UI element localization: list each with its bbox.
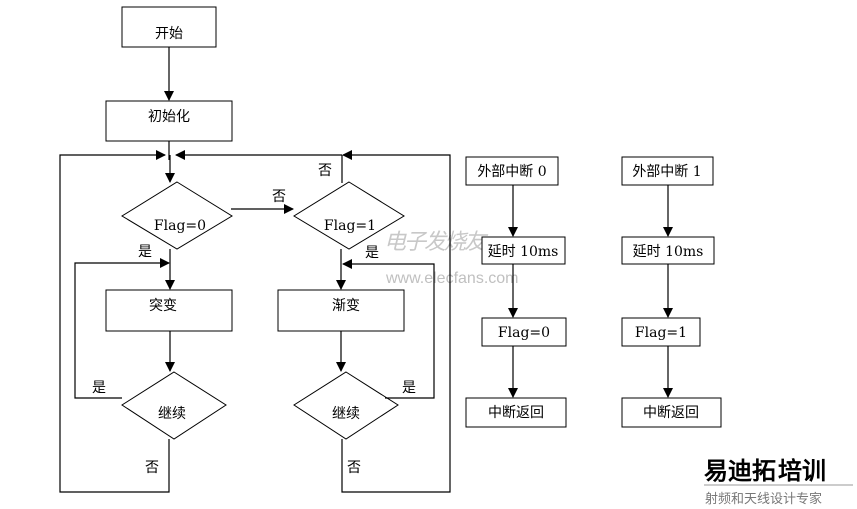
watermark-cn: 电子发烧友 bbox=[384, 230, 489, 255]
flag0-label: Flag=0 bbox=[154, 218, 206, 234]
yes-label: 是 bbox=[92, 380, 106, 396]
interrupt0-title: 外部中断 0 bbox=[477, 164, 546, 180]
continue-left-decision: 继续 bbox=[121, 371, 227, 440]
init-node: 初始化 bbox=[105, 100, 233, 142]
flag1-decision: Flag=1 bbox=[293, 181, 405, 250]
interrupt1-delay: 延时 10ms bbox=[633, 244, 704, 260]
no-label: 否 bbox=[318, 163, 332, 179]
yes-label: 是 bbox=[402, 380, 416, 396]
interrupt0-flow: 外部中断 0 延时 10ms Flag=0 中断返回 bbox=[465, 156, 567, 428]
connectors bbox=[59, 47, 451, 493]
interrupt1-title: 外部中断 1 bbox=[632, 164, 701, 180]
logo-brand-b: 培训 bbox=[778, 457, 826, 485]
gradual-label: 渐变 bbox=[332, 298, 360, 314]
flag0-decision: Flag=0 bbox=[121, 181, 233, 250]
interrupt0-return: 中断返回 bbox=[488, 405, 544, 421]
interrupt1-set: Flag=1 bbox=[635, 325, 687, 341]
abrupt-label: 突变 bbox=[149, 298, 177, 314]
no-label: 否 bbox=[145, 460, 159, 476]
brand-logo: 易迪拓 培训 射频和天线设计专家 bbox=[704, 457, 853, 507]
start-node: 开始 bbox=[121, 6, 217, 48]
logo-brand-a: 易迪拓 bbox=[704, 457, 776, 485]
abrupt-node: 突变 bbox=[105, 289, 233, 332]
watermark-url: www.elecfans.com bbox=[385, 270, 519, 287]
interrupt1-flow: 外部中断 1 延时 10ms Flag=1 中断返回 bbox=[621, 156, 722, 428]
continue-left-label: 继续 bbox=[158, 405, 186, 422]
no-label: 否 bbox=[347, 460, 361, 476]
flag1-label: Flag=1 bbox=[324, 218, 376, 234]
start-label: 开始 bbox=[155, 26, 183, 42]
interrupt0-delay: 延时 10ms bbox=[488, 244, 559, 260]
no-label: 否 bbox=[272, 189, 286, 205]
logo-tagline: 射频和天线设计专家 bbox=[705, 491, 822, 507]
init-label: 初始化 bbox=[148, 108, 190, 125]
gradual-node: 渐变 bbox=[277, 289, 405, 332]
interrupt0-set: Flag=0 bbox=[498, 325, 550, 341]
yes-label: 是 bbox=[138, 244, 152, 260]
continue-right-label: 继续 bbox=[332, 405, 360, 422]
yes-label: 是 bbox=[365, 245, 379, 261]
continue-right-decision: 继续 bbox=[293, 371, 399, 440]
interrupt1-return: 中断返回 bbox=[643, 405, 699, 421]
